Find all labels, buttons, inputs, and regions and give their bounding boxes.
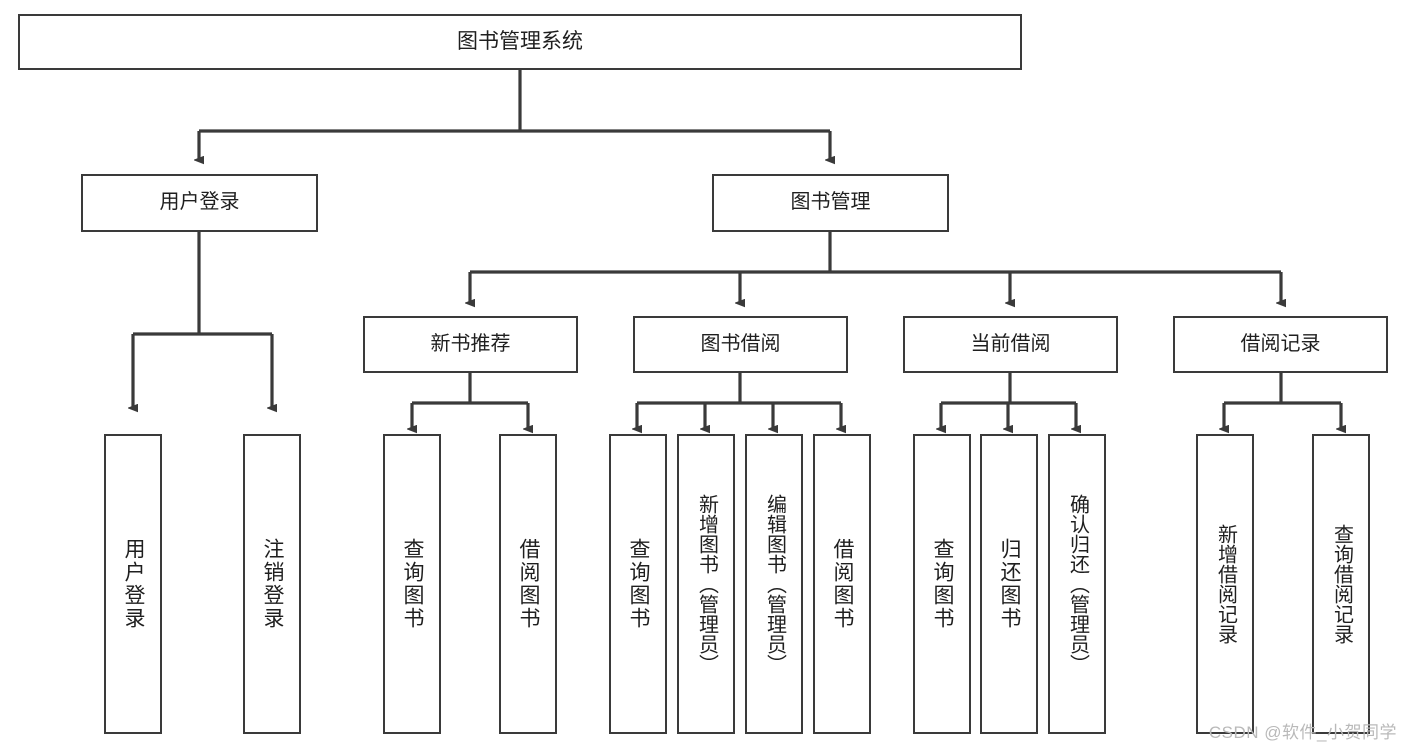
node-book-borrow-label: 图书借阅 bbox=[700, 332, 781, 355]
node-leaf-label: 查询图书 bbox=[627, 538, 651, 630]
node-leaf-new-book-borrow[interactable]: 借阅图书 bbox=[499, 434, 557, 734]
node-root-book-management-system[interactable]: 图书管理系统 bbox=[18, 14, 1022, 70]
node-leaf-label: 归还图书 bbox=[998, 538, 1022, 630]
node-user-login-label: 用户登录 bbox=[159, 191, 240, 214]
node-leaf-current-borrow-confirm-return[interactable]: 确认归还（管理员） bbox=[1048, 434, 1106, 734]
node-leaf-label: 借阅图书 bbox=[831, 538, 855, 630]
csdn-watermark: CSDN @软件_小贺同学 bbox=[1208, 723, 1397, 742]
node-book-management[interactable]: 图书管理 bbox=[712, 174, 949, 232]
node-leaf-current-borrow-query[interactable]: 查询图书 bbox=[913, 434, 971, 734]
node-root-label: 图书管理系统 bbox=[457, 29, 583, 53]
node-leaf-label: 编辑图书（管理员） bbox=[763, 494, 786, 674]
node-leaf-borrow-record-add[interactable]: 新增借阅记录 bbox=[1196, 434, 1254, 734]
node-current-borrow-label: 当前借阅 bbox=[970, 332, 1051, 355]
node-leaf-label: 用户登录 bbox=[122, 538, 146, 630]
node-leaf-label: 注销登录 bbox=[261, 538, 285, 630]
node-leaf-book-borrow-edit[interactable]: 编辑图书（管理员） bbox=[745, 434, 803, 734]
node-book-borrow[interactable]: 图书借阅 bbox=[633, 316, 848, 373]
node-user-login[interactable]: 用户登录 bbox=[81, 174, 318, 232]
node-leaf-book-borrow-add[interactable]: 新增图书（管理员） bbox=[677, 434, 735, 734]
node-current-borrow[interactable]: 当前借阅 bbox=[903, 316, 1118, 373]
node-leaf-label: 查询借阅记录 bbox=[1330, 524, 1353, 644]
node-borrow-record[interactable]: 借阅记录 bbox=[1173, 316, 1388, 373]
node-leaf-label: 新增借阅记录 bbox=[1214, 524, 1237, 644]
node-leaf-borrow-record-query[interactable]: 查询借阅记录 bbox=[1312, 434, 1370, 734]
node-leaf-current-borrow-return[interactable]: 归还图书 bbox=[980, 434, 1038, 734]
node-leaf-user-login-signin[interactable]: 用户登录 bbox=[104, 434, 162, 734]
node-leaf-label: 查询图书 bbox=[401, 538, 425, 630]
node-leaf-label: 借阅图书 bbox=[517, 538, 541, 630]
node-leaf-user-login-signout[interactable]: 注销登录 bbox=[243, 434, 301, 734]
node-leaf-book-borrow-query[interactable]: 查询图书 bbox=[609, 434, 667, 734]
node-leaf-label: 新增图书（管理员） bbox=[695, 494, 718, 674]
node-leaf-label: 查询图书 bbox=[931, 538, 955, 630]
node-leaf-label: 确认归还（管理员） bbox=[1066, 494, 1089, 674]
node-book-management-label: 图书管理 bbox=[790, 191, 871, 214]
node-borrow-record-label: 借阅记录 bbox=[1240, 332, 1321, 355]
node-leaf-new-book-query[interactable]: 查询图书 bbox=[383, 434, 441, 734]
node-new-book-recommend[interactable]: 新书推荐 bbox=[363, 316, 578, 373]
node-new-book-recommend-label: 新书推荐 bbox=[430, 332, 511, 355]
node-leaf-book-borrow-borrow[interactable]: 借阅图书 bbox=[813, 434, 871, 734]
